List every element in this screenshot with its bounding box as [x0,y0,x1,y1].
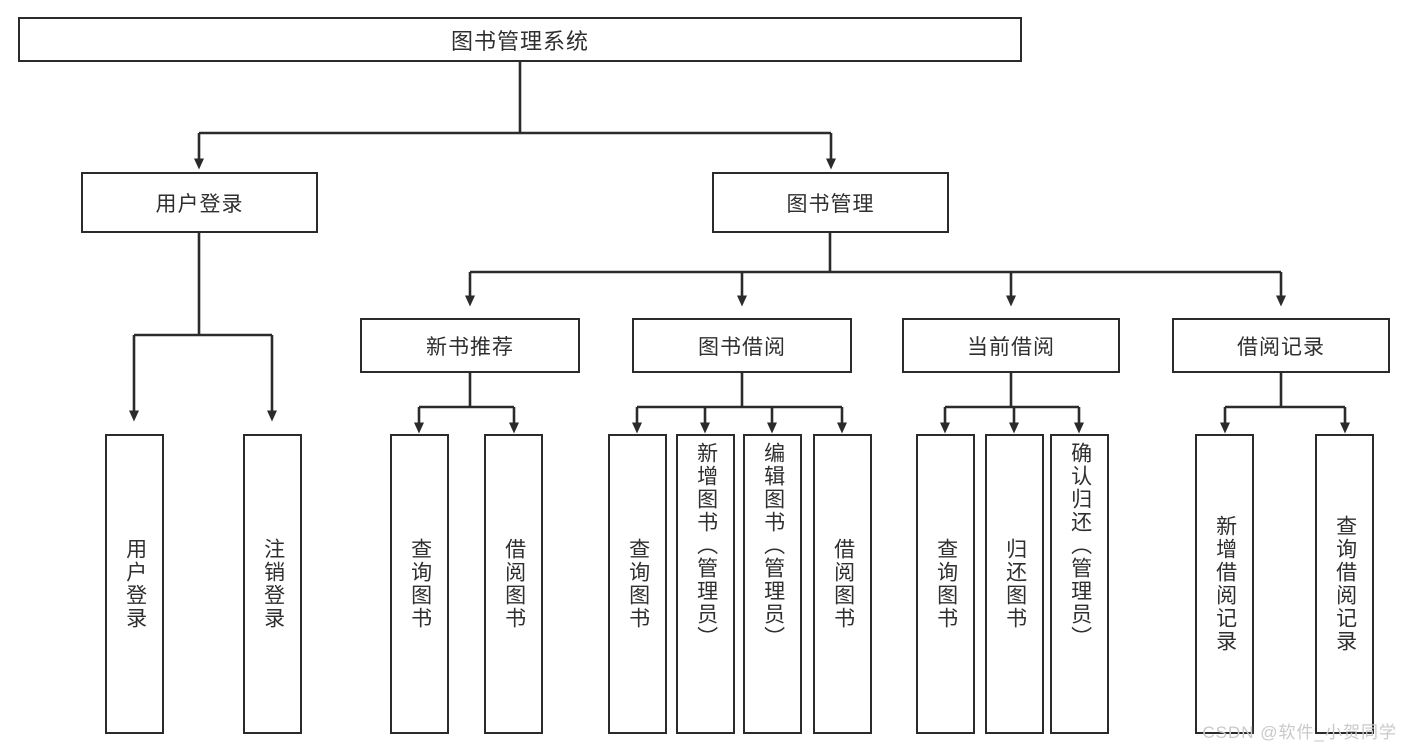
leaf-label: 查询借阅记录 [1333,515,1357,653]
node-label: 图书管理系统 [450,28,589,54]
leaf-label: 编辑图书（管理员） [761,442,785,649]
leaf-current-confirm-return[interactable]: 确认归还（管理员） [1050,434,1109,734]
leaf-label: 确认归还（管理员） [1068,442,1092,649]
leaf-borrow-edit-book[interactable]: 编辑图书（管理员） [743,434,802,734]
leaf-user-login-logout[interactable]: 注销登录 [243,434,302,734]
leaf-borrow-borrow-book[interactable]: 借阅图书 [813,434,872,734]
leaf-label: 新增图书（管理员） [694,442,718,649]
node-label: 当前借阅 [967,335,1055,359]
leaf-borrow-query-book[interactable]: 查询图书 [608,434,667,734]
leaf-label: 借阅图书 [831,538,855,630]
leaf-record-add[interactable]: 新增借阅记录 [1195,434,1254,734]
node-label: 图书管理 [786,192,875,216]
leaf-new-book-query[interactable]: 查询图书 [390,434,449,734]
node-user-login[interactable]: 用户登录 [81,172,318,233]
leaf-label: 查询图书 [626,538,650,630]
node-label: 图书借阅 [698,335,786,359]
node-book-borrow[interactable]: 图书借阅 [632,318,852,373]
leaf-current-query-book[interactable]: 查询图书 [916,434,975,734]
leaf-record-query[interactable]: 查询借阅记录 [1315,434,1374,734]
leaf-label: 查询图书 [934,538,958,630]
leaf-borrow-add-book[interactable]: 新增图书（管理员） [676,434,735,734]
node-label: 用户登录 [155,192,244,216]
node-new-book-recommend[interactable]: 新书推荐 [360,318,580,373]
leaf-user-login-login[interactable]: 用户登录 [105,434,164,734]
leaf-new-book-borrow[interactable]: 借阅图书 [484,434,543,734]
leaf-label: 用户登录 [123,538,147,630]
node-book-management-system[interactable]: 图书管理系统 [18,17,1022,62]
leaf-label: 注销登录 [261,538,285,630]
leaf-label: 归还图书 [1003,538,1027,630]
node-label: 借阅记录 [1237,335,1325,359]
leaf-label: 借阅图书 [502,538,526,630]
node-current-borrow[interactable]: 当前借阅 [902,318,1120,373]
leaf-label: 新增借阅记录 [1213,515,1237,653]
leaf-current-return-book[interactable]: 归还图书 [985,434,1044,734]
node-label: 新书推荐 [426,335,514,359]
node-borrow-record[interactable]: 借阅记录 [1172,318,1390,373]
node-book-management[interactable]: 图书管理 [712,172,949,233]
leaf-label: 查询图书 [408,538,432,630]
